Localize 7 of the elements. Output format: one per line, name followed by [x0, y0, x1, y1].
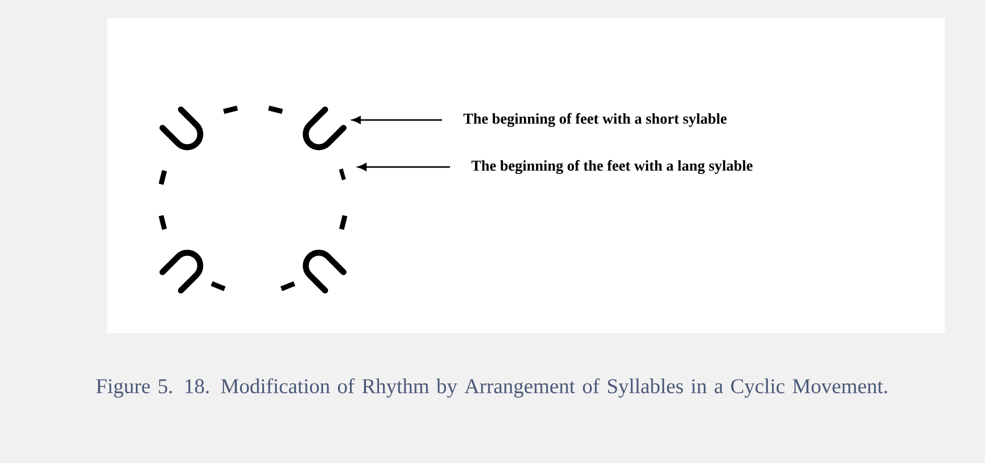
- label-text: The beginning of feet with a short sylable: [463, 113, 727, 127]
- leader-line: [352, 116, 442, 124]
- short-syllable-mark: [302, 106, 347, 150]
- leader-line: [358, 163, 450, 171]
- figure-caption: Figure 5. 18. Modification of Rhythm by Arrangement of Syllables in a Cyclic Movement.: [96, 378, 887, 398]
- long-syllable-mark: [338, 168, 346, 180]
- label-text: The beginning of the feet with a lang sylable: [471, 160, 752, 174]
